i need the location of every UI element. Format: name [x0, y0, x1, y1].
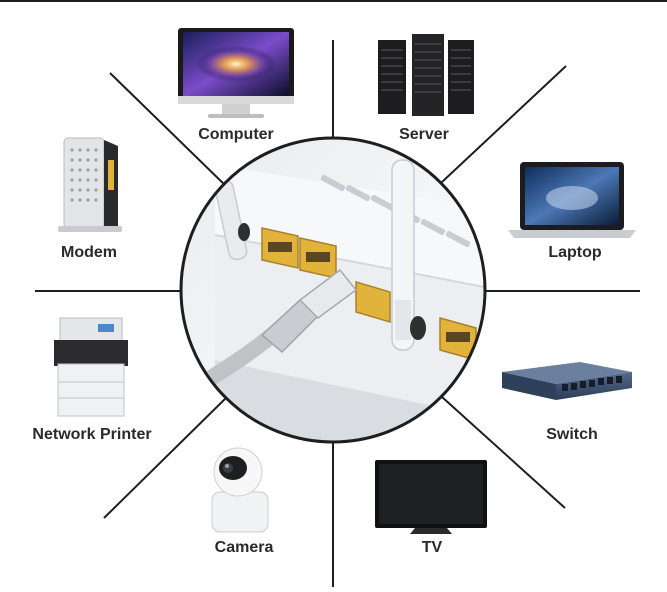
spokes: [35, 40, 640, 587]
label-laptop: Laptop: [548, 244, 602, 261]
tv-icon: [375, 460, 487, 534]
desktop-monitor-icon: [178, 28, 294, 118]
label-modem: Modem: [61, 244, 117, 261]
server-rack-icon: [378, 34, 474, 116]
label-tv: TV: [421, 539, 443, 556]
label-switch: Switch: [546, 426, 598, 443]
modem-icon: [58, 137, 122, 232]
spoke-top-left: [109, 72, 229, 189]
label-server: Server: [399, 126, 449, 143]
spoke-top-right: [441, 65, 567, 183]
laptop-icon: [508, 162, 636, 238]
label-computer: Computer: [198, 126, 274, 143]
label-camera: Camera: [214, 539, 274, 556]
network-switch-icon: [502, 362, 632, 400]
spoke-bottom-left: [103, 395, 229, 519]
printer-icon: [54, 317, 128, 417]
router-with-ethernet-cable-icon: [179, 136, 487, 444]
label-network-printer: Network Printer: [32, 426, 152, 443]
spoke-bottom-right: [441, 396, 566, 509]
security-camera-icon: [211, 447, 269, 533]
